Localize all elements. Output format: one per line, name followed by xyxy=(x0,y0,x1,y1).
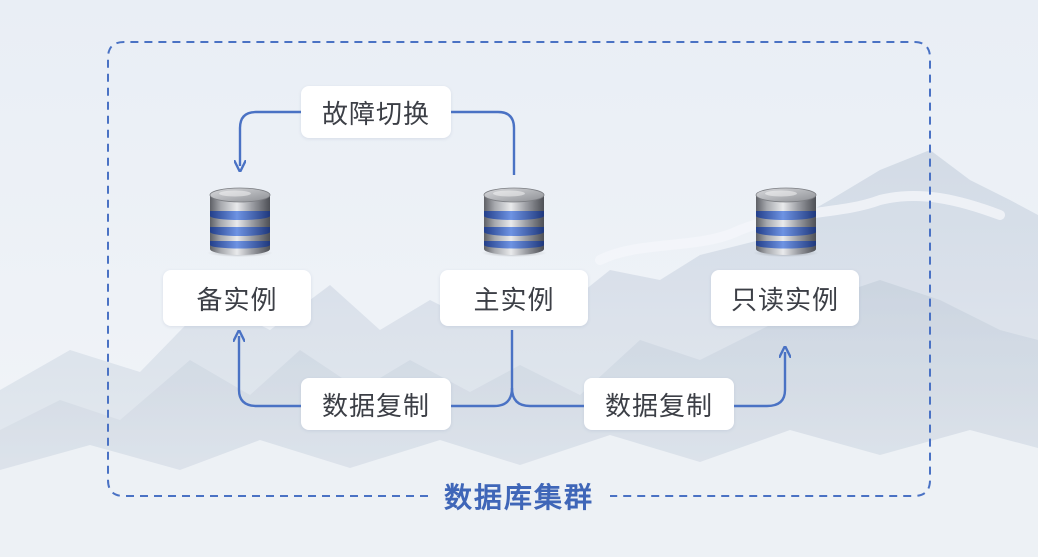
replication-label-readonly: 数据复制 xyxy=(584,378,734,430)
standby-instance-label: 备实例 xyxy=(163,270,311,326)
failover-label: 故障切换 xyxy=(301,86,451,138)
cluster-title: 数据库集群 xyxy=(443,481,594,514)
database-icon xyxy=(480,187,548,257)
database-icon xyxy=(752,187,820,257)
primary-instance-label: 主实例 xyxy=(440,270,588,326)
replication-label-standby: 数据复制 xyxy=(301,378,451,430)
replication-arrow-readonly xyxy=(510,352,785,408)
cluster-boundary xyxy=(107,41,931,497)
database-icon xyxy=(206,187,274,257)
readonly-instance-label: 只读实例 xyxy=(711,270,859,326)
